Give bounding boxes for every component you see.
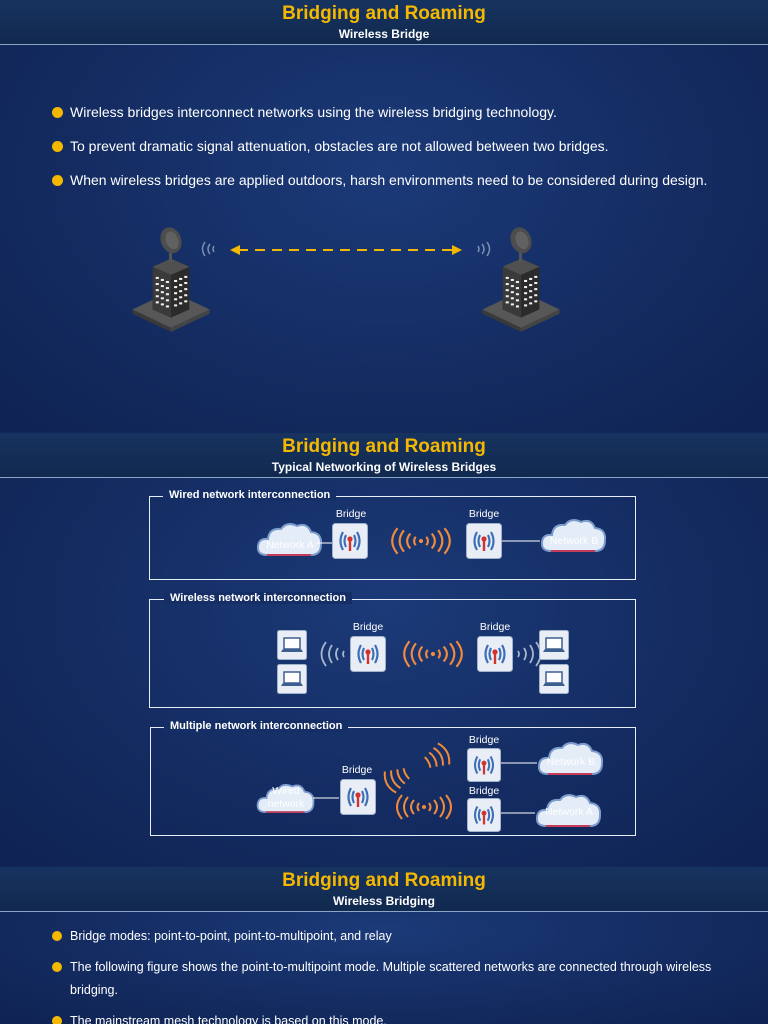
bullet-item: The mainstream mesh technology is based … <box>52 1010 742 1024</box>
title-band: Bridging and Roaming Wireless Bridging <box>0 867 768 912</box>
signal-wave-icon <box>383 792 465 822</box>
bullet-item: The following figure shows the point-to-… <box>52 956 742 1002</box>
slide-wireless-bridging: Bridging and Roaming Wireless Bridging B… <box>0 867 768 1024</box>
laptop-icon <box>539 664 569 694</box>
slide-wireless-bridge: Bridging and Roaming Wireless Bridge Wir… <box>0 0 768 432</box>
slide-title: Bridging and Roaming <box>282 870 486 891</box>
panel-multiple-interconnection: Multiple network interconnection Wired n… <box>150 720 636 836</box>
bullet-item: Bridge modes: point-to-point, point-to-m… <box>52 925 742 948</box>
title-band: Bridging and Roaming Typical Networking … <box>0 433 768 478</box>
slide-subtitle: Wireless Bridging <box>333 894 435 908</box>
bullet-dot-icon <box>52 107 63 118</box>
bullet-item: To prevent dramatic signal attenuation, … <box>52 138 707 172</box>
link-line <box>502 540 540 542</box>
link-line <box>316 542 334 544</box>
bridge-label: Bridge <box>468 734 500 746</box>
panel-wired-interconnection: Wired network interconnection Network A … <box>149 489 636 580</box>
bullet-dot-icon <box>52 141 63 152</box>
link-line <box>501 812 535 814</box>
bullet-list: Wireless bridges interconnect networks u… <box>52 104 707 206</box>
bullet-dot-icon <box>52 175 63 186</box>
network-label: Wired network <box>267 785 305 810</box>
link-line <box>501 762 537 764</box>
signal-wave-icon <box>376 525 466 557</box>
slide-subtitle: Typical Networking of Wireless Bridges <box>271 460 497 474</box>
panel-wireless-interconnection: Wireless network interconnection Bridge … <box>149 592 636 708</box>
bullet-dot-icon <box>52 1016 62 1024</box>
bridge-label: Bridge <box>479 621 511 633</box>
bullet-dot-icon <box>52 962 62 972</box>
panel-label: Wireless network interconnection <box>164 592 352 604</box>
bridge-ap-icon <box>332 523 368 559</box>
laptop-icon <box>277 630 307 660</box>
bridge-ap-icon <box>466 523 502 559</box>
panel-label: Multiple network interconnection <box>164 720 349 732</box>
slide-title: Bridging and Roaming <box>282 436 486 457</box>
bridge-label: Bridge <box>335 508 367 520</box>
bridge-ap-icon <box>467 798 501 832</box>
signal-wave-icon <box>386 638 480 670</box>
bullet-item: Wireless bridges interconnect networks u… <box>52 104 707 138</box>
title-band: Bridging and Roaming Wireless Bridge <box>0 0 768 45</box>
signal-wave-icon <box>320 641 345 667</box>
panel-label: Wired network interconnection <box>163 489 337 501</box>
slide-typical-networking: Bridging and Roaming Typical Networking … <box>0 433 768 866</box>
network-label: Network A <box>545 806 593 818</box>
bridge-label: Bridge <box>468 785 500 797</box>
bridge-label: Bridge <box>352 621 384 633</box>
slide-subtitle: Wireless Bridge <box>338 27 430 41</box>
bullet-item: When wireless bridges are applied outdoo… <box>52 172 707 206</box>
bridge-ap-icon <box>350 636 386 672</box>
bridge-ap-icon <box>340 779 376 815</box>
signal-link-icon <box>201 241 491 257</box>
bullet-list: Bridge modes: point-to-point, point-to-m… <box>52 925 742 1024</box>
bridge-label: Bridge <box>468 508 500 520</box>
bullet-dot-icon <box>52 931 62 941</box>
bridge-label: Bridge <box>341 764 373 776</box>
signal-wave-icon <box>383 742 451 794</box>
network-label: Network B <box>549 535 599 547</box>
network-label: Network B <box>546 756 596 768</box>
bridge-ap-icon <box>467 748 501 782</box>
link-line <box>313 797 339 799</box>
laptop-icon <box>277 664 307 694</box>
slide-title: Bridging and Roaming <box>282 3 486 24</box>
network-label: Network A <box>266 539 314 551</box>
laptop-icon <box>539 630 569 660</box>
